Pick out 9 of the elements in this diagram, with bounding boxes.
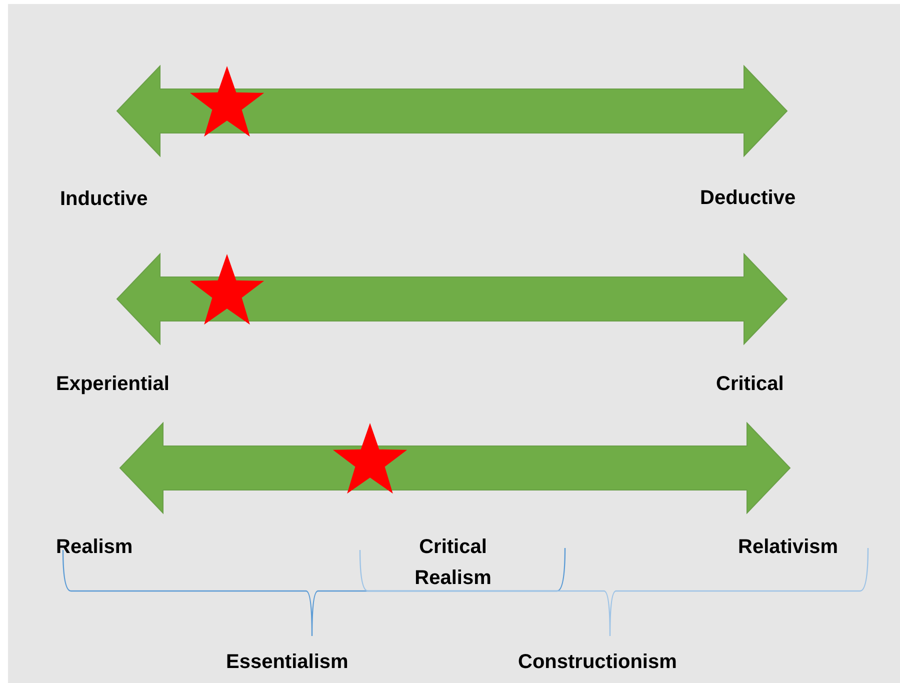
scale-label: Inductive [60, 187, 149, 212]
scale-label: Experiential [56, 372, 170, 397]
scale-label: Realism [56, 535, 134, 560]
scale-label: Critical [716, 372, 785, 397]
scale-label: Critical Realism [414, 535, 492, 591]
scale-label: Constructionism [518, 650, 678, 675]
scale-label: Deductive [700, 186, 797, 211]
scale-label: Relativism [738, 535, 840, 560]
scale-label: Essentialism [226, 650, 350, 675]
